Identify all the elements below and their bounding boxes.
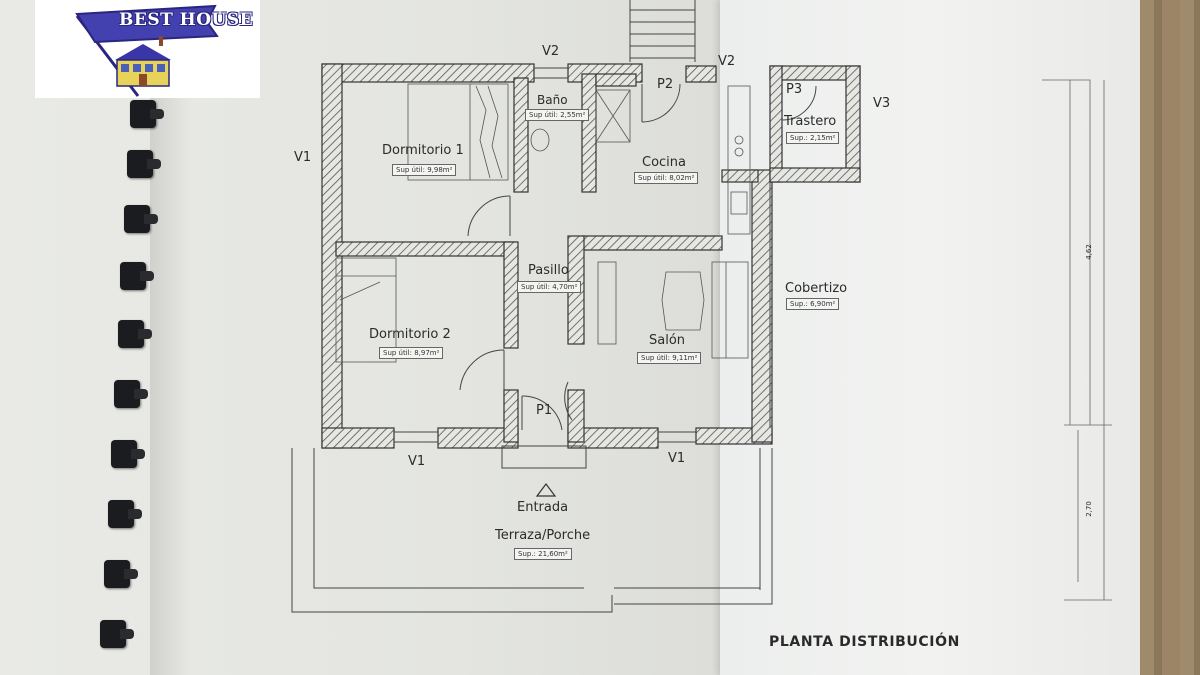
binder-ring [118, 320, 152, 348]
door-p1: P1 [536, 403, 553, 418]
area-trastero: Sup.: 2,15m² [786, 132, 840, 144]
area-cocina: Sup útil: 8,02m² [634, 172, 699, 184]
entrance-label: Entrada [517, 500, 569, 515]
binder-ring [104, 560, 138, 588]
window-v3: V3 [873, 96, 891, 111]
window-v1-bottom-left: V1 [408, 454, 426, 469]
window-v1-bottom-right: V1 [668, 451, 686, 466]
logo-text: BEST HOUSE [119, 10, 254, 30]
house-flag-icon [75, 4, 219, 97]
room-trastero: Trastero [784, 114, 837, 129]
area-dormitorio-1: Sup útil: 9,98m² [392, 164, 457, 176]
entrance-arrow-icon [535, 483, 557, 497]
binder-ring [130, 100, 164, 128]
room-bano: Baño [537, 93, 568, 107]
binder-ring [108, 500, 142, 528]
binder-ring [111, 440, 145, 468]
binder-ring [114, 380, 148, 408]
binder-ring [120, 262, 154, 290]
door-p3: P3 [786, 82, 803, 97]
room-cocina: Cocina [642, 155, 686, 170]
stairs [629, 0, 696, 62]
binder-ring [127, 150, 161, 178]
window-v1-left: V1 [294, 150, 312, 165]
window-v2-top: V2 [542, 44, 560, 59]
area-terraza: Sup.: 21,60m² [514, 548, 572, 560]
room-pasillo: Pasillo [528, 263, 569, 278]
room-cobertizo: Cobertizo [785, 281, 848, 296]
room-dormitorio-1: Dormitorio 1 [382, 143, 464, 158]
room-salon: Salón [649, 333, 686, 348]
door-p2: P2 [657, 77, 674, 92]
room-terraza: Terraza/Porche [495, 528, 591, 543]
binder-ring [124, 205, 158, 233]
room-dormitorio-2: Dormitorio 2 [369, 327, 451, 342]
area-bano: Sup útil: 2,55m² [525, 109, 590, 121]
logo: BEST HOUSE [35, 0, 260, 98]
window-v2-right: V2 [718, 54, 736, 69]
area-salon: Sup útil: 9,11m² [637, 352, 702, 364]
binder-ring [100, 620, 134, 648]
area-cobertizo: Sup.: 6,90m² [786, 298, 840, 310]
plan-title: PLANTA DISTRIBUCIÓN [769, 634, 960, 650]
area-dormitorio-2: Sup útil: 8,97m² [379, 347, 444, 359]
dimension-upper: 4,62 [1084, 244, 1093, 260]
dimension-lower: 2,70 [1084, 501, 1093, 517]
area-pasillo: Sup útil: 4,70m² [517, 281, 582, 293]
